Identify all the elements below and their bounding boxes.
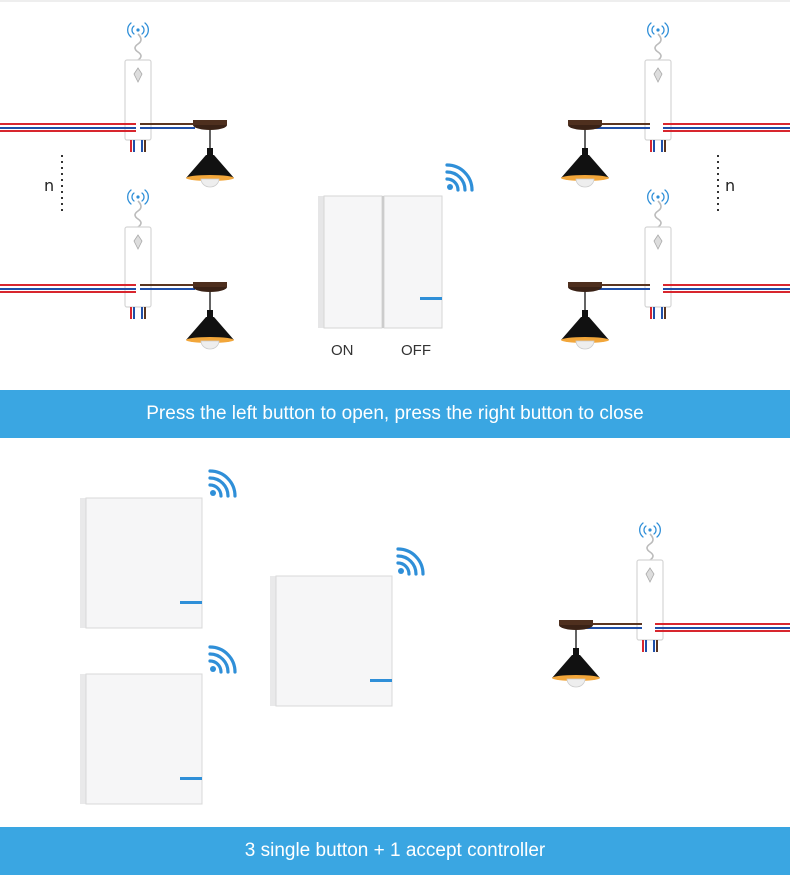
receiver-module-top-right-1	[644, 22, 672, 153]
pendant-lamp-top-right-1	[560, 119, 610, 188]
single-wall-switch-3	[79, 673, 203, 805]
off-label: OFF	[401, 342, 431, 359]
wifi-icon	[208, 645, 237, 674]
pendant-lamp-top-left-1	[185, 119, 235, 188]
single-wall-switch-1	[79, 497, 203, 629]
single-wall-switch-2	[269, 575, 393, 707]
receiver-module-bottom	[636, 522, 664, 653]
pendant-lamp-top-right-2	[560, 281, 610, 350]
wifi-icon	[208, 469, 237, 498]
pendant-lamp-bottom	[551, 619, 601, 688]
pendant-lamp-top-left-2	[185, 281, 235, 350]
wires-top-right-1	[595, 123, 790, 132]
wifi-icon	[396, 547, 425, 576]
receiver-module-top-left-2	[124, 189, 152, 320]
receiver-module-top-left-1	[124, 22, 152, 153]
double-wall-switch	[318, 195, 443, 329]
wires-top-right-2	[595, 284, 790, 293]
banner-bottom: 3 single button + 1 accept controller	[0, 827, 790, 875]
n-label-left: n	[44, 176, 55, 195]
wires-top-left-1	[0, 123, 195, 132]
on-label: ON	[331, 342, 354, 359]
receiver-module-top-right-2	[644, 189, 672, 320]
wires-bottom	[580, 623, 790, 632]
banner-top: Press the left button to open, press the…	[0, 390, 790, 438]
led-indicator	[420, 297, 442, 300]
n-label-right: n	[725, 176, 736, 195]
wires-top-left-2	[0, 284, 195, 293]
wifi-icon	[445, 163, 474, 192]
